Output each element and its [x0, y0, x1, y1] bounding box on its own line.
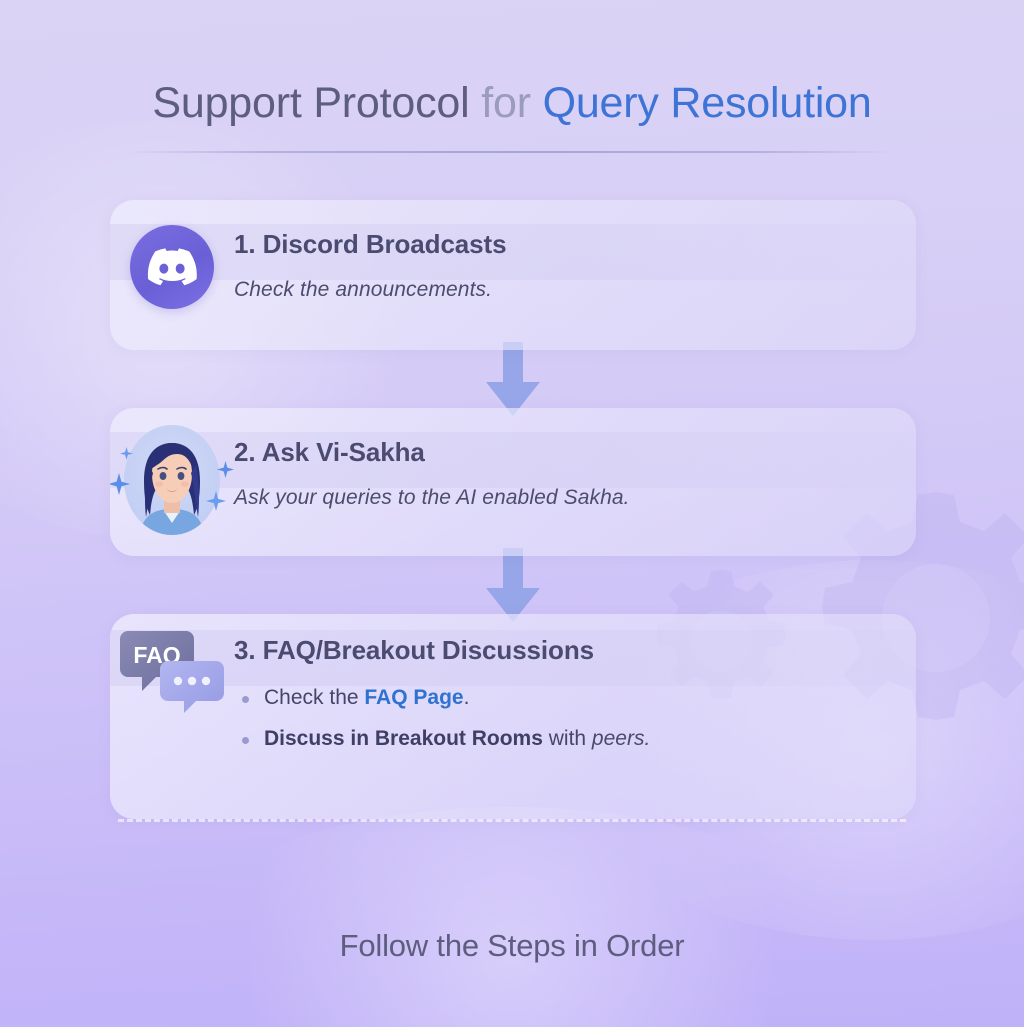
list-item: Discuss in Breakout Rooms with peers.	[234, 728, 890, 749]
sparkle-icon	[206, 491, 226, 511]
avatar-image	[124, 425, 220, 535]
page-header: Support Protocol for Query Resolution	[0, 78, 1024, 153]
step-card-2[interactable]: 2. Ask Vi-Sakha Ask your queries to the …	[110, 408, 916, 556]
step-1-subtitle: Check the announcements.	[234, 277, 493, 301]
step-3-bullet-list: Check the FAQ Page. Discuss in Breakout …	[234, 687, 890, 749]
step-card-3[interactable]: FAQ 3. FAQ/Breakout Discussions Check th…	[110, 614, 916, 819]
faq-chat-icon: FAQ	[120, 627, 224, 719]
sparkle-icon	[120, 447, 133, 460]
step-2-heading: 2. Ask Vi-Sakha	[234, 437, 425, 467]
sparkle-icon	[217, 461, 234, 478]
footer-note: Follow the Steps in Order	[339, 928, 685, 963]
bullet-1-prefix: Check the	[264, 685, 365, 709]
page-title-main: Support Protocol	[152, 79, 470, 127]
avatar-icon	[110, 425, 234, 535]
sparkle-icon	[110, 473, 130, 495]
title-divider	[126, 150, 898, 153]
bullet-dot-icon	[242, 695, 249, 703]
step-3-body: 3. FAQ/Breakout Discussions Check the FA…	[234, 614, 916, 749]
page-title-accent: Query Resolution	[542, 79, 872, 127]
step-3-icon-wrap: FAQ	[110, 614, 234, 719]
step-card-1[interactable]: 1. Discord Broadcasts Check the announce…	[110, 200, 916, 350]
step-1-body: 1. Discord Broadcasts Check the announce…	[234, 200, 916, 302]
faq-page-link[interactable]: FAQ Page	[364, 685, 464, 709]
steps-list: 1. Discord Broadcasts Check the announce…	[110, 200, 916, 819]
down-arrow-step-2-to-3	[110, 548, 916, 622]
bullet-2-strong: Discuss in Breakout Rooms	[264, 726, 543, 750]
bullet-1-suffix: .	[463, 685, 470, 709]
page-title-connector: for	[481, 79, 531, 127]
step-2-icon-wrap	[110, 408, 234, 535]
bullet-2-plain: with	[542, 726, 592, 750]
step-3-heading: 3. FAQ/Breakout Discussions	[234, 635, 594, 665]
bullet-dot-icon	[242, 736, 249, 744]
discord-icon	[130, 225, 214, 309]
page-title: Support Protocol for Query Resolution	[0, 78, 1024, 129]
step-2-subtitle: Ask your queries to the AI enabled Sakha…	[234, 485, 630, 509]
list-item: Check the FAQ Page.	[234, 687, 890, 708]
background-glow	[160, 807, 860, 1027]
step-1-icon-wrap	[110, 200, 234, 309]
step-1-heading: 1. Discord Broadcasts	[234, 229, 507, 259]
step-2-body: 2. Ask Vi-Sakha Ask your queries to the …	[234, 408, 916, 510]
down-arrow-step-1-to-2	[110, 342, 916, 416]
bullet-2-italic: peers.	[591, 726, 651, 750]
footer-divider	[118, 819, 906, 822]
